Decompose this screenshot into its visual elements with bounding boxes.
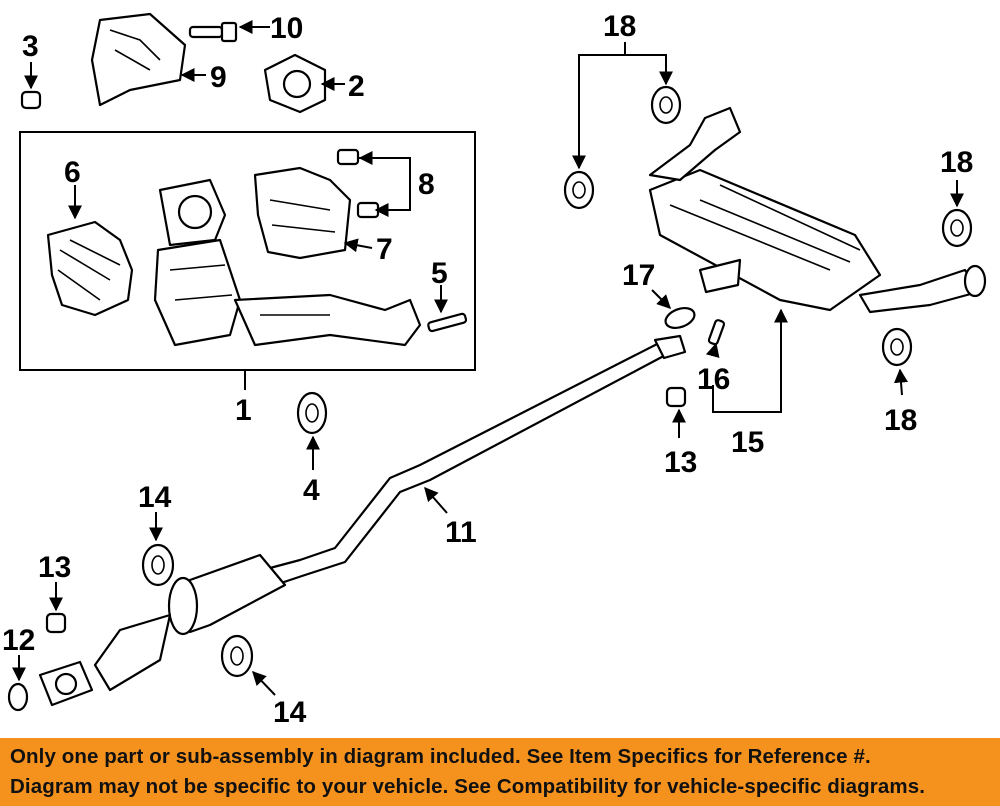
callout-16: 16 bbox=[697, 363, 730, 396]
gasket-17 bbox=[664, 307, 696, 329]
callout-9: 9 bbox=[210, 61, 227, 94]
hanger-18-left bbox=[563, 170, 595, 210]
oxygen-sensor-8-lower bbox=[356, 201, 380, 219]
callout-18-right-top: 18 bbox=[940, 146, 973, 179]
nut-13-right bbox=[665, 386, 687, 408]
hanger-18-top bbox=[650, 85, 682, 125]
callout-13-right: 13 bbox=[664, 446, 697, 479]
callout-17: 17 bbox=[622, 259, 655, 292]
callout-13-left: 13 bbox=[38, 551, 71, 584]
callout-14-lower: 14 bbox=[273, 696, 307, 729]
stud-5 bbox=[427, 312, 468, 333]
hanger-4 bbox=[296, 391, 328, 435]
hanger-14-lower bbox=[220, 634, 254, 678]
leader-lines bbox=[12, 20, 964, 696]
callout-11: 11 bbox=[445, 516, 477, 549]
hanger-18-right-top bbox=[941, 208, 973, 248]
callout-18-top: 18 bbox=[603, 10, 636, 43]
manifold-assembly-box bbox=[19, 131, 476, 371]
callout-8: 8 bbox=[418, 168, 435, 201]
heat-shield-6 bbox=[46, 220, 134, 317]
gasket-12 bbox=[7, 682, 29, 712]
callout-6: 6 bbox=[64, 156, 81, 189]
callout-15: 15 bbox=[731, 426, 764, 459]
callout-12: 12 bbox=[2, 624, 35, 657]
nut-3 bbox=[20, 90, 42, 110]
callout-7: 7 bbox=[376, 233, 393, 266]
exhaust-manifold-1 bbox=[153, 178, 422, 347]
heat-shield-9 bbox=[90, 12, 187, 107]
hanger-14-upper bbox=[141, 543, 175, 587]
disclaimer-banner: Only one part or sub-assembly in diagram… bbox=[0, 738, 1000, 806]
exhaust-parts-diagram: 3 10 9 2 6 8 7 5 1 4 11 14 13 12 14 13 1… bbox=[2, 10, 987, 729]
callout-3: 3 bbox=[22, 30, 39, 63]
disclaimer-line-1: Only one part or sub-assembly in diagram… bbox=[10, 745, 871, 768]
callout-5: 5 bbox=[431, 257, 448, 290]
gasket-2 bbox=[263, 53, 327, 114]
callout-14-upper: 14 bbox=[138, 481, 172, 514]
nut-13-left bbox=[45, 612, 67, 634]
callout-1: 1 bbox=[235, 394, 252, 427]
front-pipe-11 bbox=[38, 334, 687, 707]
bolt-10 bbox=[188, 21, 238, 43]
callout-2: 2 bbox=[348, 70, 365, 103]
callout-4: 4 bbox=[303, 474, 320, 507]
stud-16 bbox=[707, 319, 726, 346]
callout-10: 10 bbox=[270, 12, 303, 45]
oxygen-sensor-8-upper bbox=[336, 148, 360, 166]
muffler-15 bbox=[648, 106, 987, 314]
hanger-18-right-bottom bbox=[881, 327, 913, 367]
heat-shield-7 bbox=[253, 166, 352, 260]
callout-18-right-bottom: 18 bbox=[884, 404, 917, 437]
disclaimer-line-2: Diagram may not be specific to your vehi… bbox=[10, 775, 926, 798]
